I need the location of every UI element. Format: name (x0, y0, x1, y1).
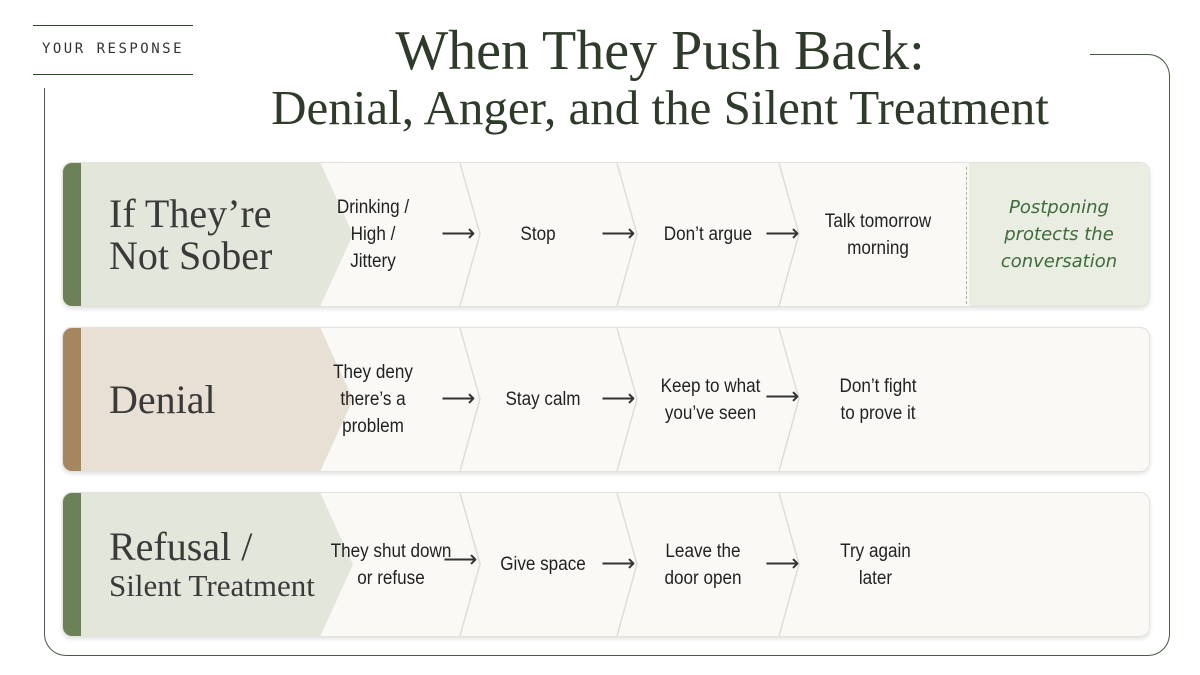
chevron-divider (459, 163, 481, 306)
chevron-divider (616, 493, 638, 636)
arrow-icon: ⟶ (765, 382, 800, 410)
chevron-divider (616, 328, 638, 471)
response-row-denial: Denial They deny there’s a problem ⟶ Sta… (62, 327, 1150, 472)
row-label: Denial (109, 328, 339, 471)
arrow-icon: ⟶ (441, 384, 476, 412)
response-row-not-sober: If They’re Not Sober Drinking / High / J… (62, 162, 1150, 307)
title-line-1: When They Push Back: (395, 20, 925, 82)
row-label-line-1: Refusal / (109, 523, 253, 569)
row-accent-bar (63, 163, 81, 306)
header-rule-top (33, 25, 193, 26)
row-accent-bar (63, 493, 81, 636)
row-label-line-2: Not Sober (109, 232, 273, 278)
content-frame (44, 88, 1170, 656)
arrow-icon: ⟶ (601, 384, 636, 412)
chevron-divider (459, 493, 481, 636)
note-postponing: Postponing protects the conversation (969, 163, 1149, 306)
step-3: Leave the door open (664, 540, 742, 589)
step-1: Drinking / High / Jittery (336, 197, 410, 272)
chevron-divider (616, 163, 638, 306)
arrow-icon: ⟶ (765, 219, 800, 247)
page-title: When They Push Back: Denial, Anger, and … (180, 22, 1140, 136)
chevron-divider (459, 328, 481, 471)
note-divider (966, 167, 967, 304)
step-3: Keep to what you’ve seen (660, 375, 761, 424)
chevron-divider (778, 493, 800, 636)
step-4: Try again later (840, 540, 911, 589)
row-label-panel: If They’re Not Sober (81, 163, 353, 306)
row-accent-bar (63, 328, 81, 471)
arrow-icon: ⟶ (441, 219, 476, 247)
response-row-refusal: Refusal / Silent Treatment They shut dow… (62, 492, 1150, 637)
arrow-icon: ⟶ (443, 545, 478, 573)
step-2: Stop (520, 224, 556, 245)
title-line-2: Denial, Anger, and the Silent Treatment (271, 80, 1049, 135)
chevron-divider (778, 163, 800, 306)
row-label: Refusal / Silent Treatment (109, 493, 339, 636)
step-4: Don’t fight to prove it (839, 375, 917, 424)
row-label-panel: Denial (81, 328, 353, 471)
step-1: They deny there’s a problem (333, 362, 413, 437)
row-label-panel: Refusal / Silent Treatment (81, 493, 353, 636)
row-label-line-1: If They’re (109, 190, 272, 236)
row-label-line-1: Denial (109, 376, 216, 422)
header-rule-bottom (33, 74, 193, 75)
frame-corner (1090, 54, 1170, 98)
step-4: Talk tomorrow morning (824, 210, 932, 259)
step-2: Give space (500, 554, 586, 575)
chevron-divider (778, 328, 800, 471)
step-1: They shut down or refuse (330, 540, 452, 589)
arrow-icon: ⟶ (765, 549, 800, 577)
arrow-icon: ⟶ (601, 549, 636, 577)
row-label: If They’re Not Sober (109, 163, 339, 306)
row-label-line-2: Silent Treatment (109, 567, 315, 603)
step-2: Stay calm (505, 389, 581, 410)
step-3: Don’t argue (663, 224, 753, 245)
section-tag: YOUR RESPONSE (41, 41, 185, 57)
arrow-icon: ⟶ (601, 219, 636, 247)
